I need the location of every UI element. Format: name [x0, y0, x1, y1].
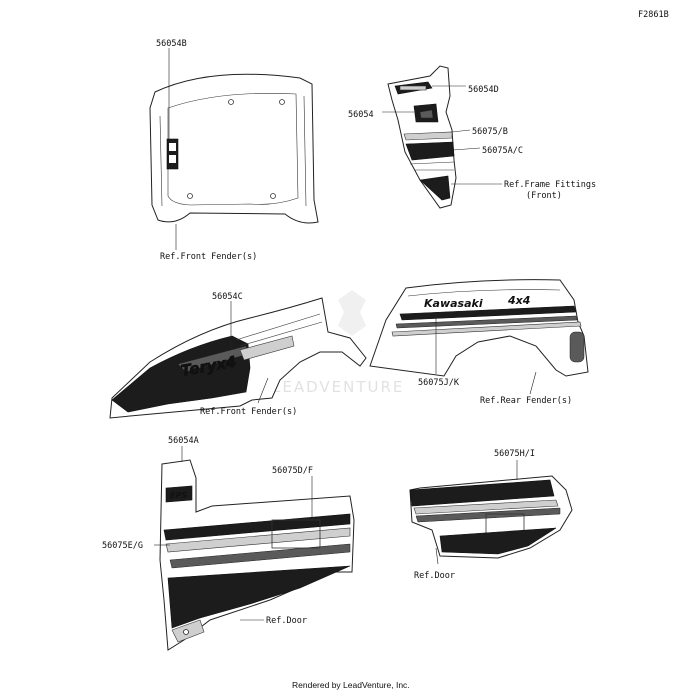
label-56054A: 56054A — [168, 436, 199, 446]
rear-door-upper-decal — [409, 479, 555, 507]
rear-fender-4x4-logo: 4x4 — [507, 294, 530, 307]
label-56075-B: 56075/B — [472, 127, 508, 137]
label-56075J-K: 56075J/K — [418, 378, 460, 388]
label-56075A-C: 56075A/C — [482, 146, 523, 156]
rear-door-lower-decal — [439, 527, 557, 555]
label-56075H-I: 56075H/I — [494, 449, 535, 459]
label-56075E-G: 56075E/G — [102, 541, 143, 551]
label-56054B: 56054B — [156, 39, 187, 49]
label-ref-front-fender: Ref.Front Fender(s) — [200, 407, 297, 417]
watermark-text: LEADVENTURE — [272, 378, 404, 396]
side-panel-band — [405, 141, 455, 161]
hood-panel — [149, 73, 319, 224]
footer-credit: Rendered by LeadVenture, Inc. — [292, 680, 410, 690]
label-56054C: 56054C — [212, 292, 243, 302]
front-door-upper-stripe — [163, 513, 351, 541]
hood-emblem-decal — [166, 138, 179, 170]
front-fender-decal-group: Teryx4 56054C Ref.Front Fender(s) — [109, 292, 367, 419]
label-ref-door-rear: Ref.Door — [414, 571, 455, 581]
front-door-lower-decal — [167, 565, 351, 629]
label-ref-frame-fittings-front: (Front) — [526, 191, 562, 201]
front-door-eps-text: EPS — [170, 491, 187, 500]
label-ref-door-front: Ref.Door — [266, 616, 307, 626]
label-ref-frame-fittings: Ref.Frame Fittings — [504, 180, 596, 190]
watermark-logo: LEADVENTURE — [272, 290, 404, 396]
rear-door-decal-group: 56075H/I Ref.Door — [409, 449, 573, 581]
label-56054: 56054 — [348, 110, 374, 120]
label-56075D-F: 56075D/F — [272, 466, 313, 476]
side-panel-decal-group: 56054D 56054 56075/B 56075A/C Ref.Frame … — [348, 65, 596, 209]
rear-fender-kawasaki-logo: Kawasaki — [424, 297, 483, 310]
figure-id: F2861B — [638, 10, 669, 20]
front-door-decal-group: EPS 56054A 56075D/F 56075E/G Ref.Door — [102, 436, 355, 651]
rear-fender-decal-group: Kawasaki 4x4 56075J/K Ref.Rear Fender(s) — [369, 279, 589, 406]
label-ref-rear-fender: Ref.Rear Fender(s) — [480, 396, 572, 406]
front-door-eps-badge — [165, 485, 193, 503]
label-56054D: 56054D — [468, 85, 499, 95]
side-panel-stripe — [403, 131, 453, 141]
hood-decal-group: 56054B Ref.Front Fender(s) — [149, 39, 319, 262]
label-ref-front-fender-hood: Ref.Front Fender(s) — [160, 252, 257, 262]
rear-fender-stripe-upper — [399, 305, 577, 321]
